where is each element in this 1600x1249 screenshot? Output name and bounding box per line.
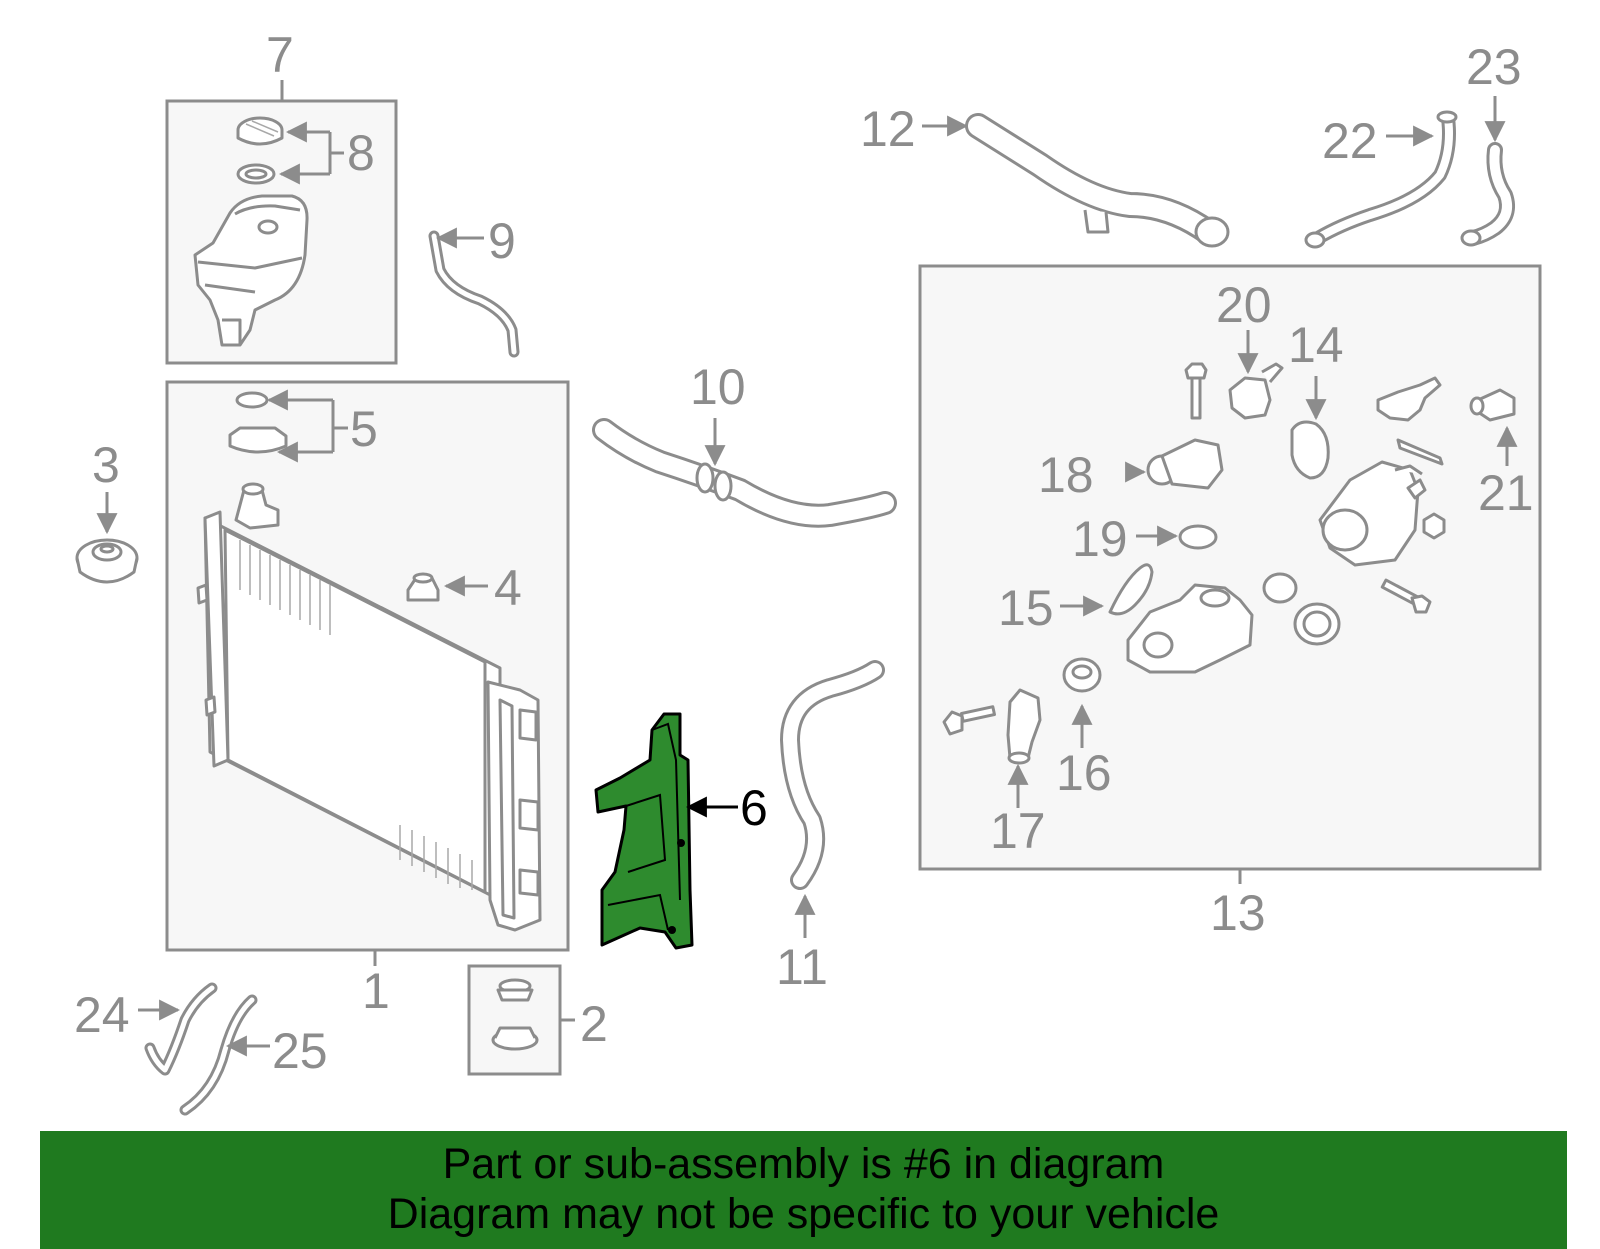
callout-17: 17	[990, 803, 1046, 859]
callout-24: 24	[74, 987, 130, 1043]
coolant-pipe-12-part[interactable]	[922, 113, 1230, 248]
reservoir-tank-part[interactable]	[193, 194, 309, 347]
callout-15: 15	[998, 580, 1054, 636]
callout-8: 8	[347, 125, 375, 181]
o-ring-small-part[interactable]	[1262, 572, 1298, 604]
info-banner: Part or sub-assembly is #6 in diagram Di…	[40, 1131, 1567, 1249]
callout-13: 13	[1210, 885, 1266, 941]
radiator-mount-part[interactable]	[75, 492, 139, 584]
thermostat-16-part[interactable]	[1062, 657, 1102, 748]
callout-21: 21	[1478, 465, 1534, 521]
fitting-18-part[interactable]	[1125, 438, 1224, 490]
callout-10: 10	[690, 359, 746, 415]
water-outlet-body-part[interactable]	[1126, 583, 1254, 674]
lower-hose-part[interactable]	[780, 660, 885, 938]
overflow-hose-part[interactable]	[428, 227, 520, 358]
callout-22: 22	[1322, 113, 1378, 169]
reservoir-assembly-box	[165, 80, 398, 365]
callout-5: 5	[350, 401, 378, 457]
bolt-left-part[interactable]	[942, 705, 996, 736]
callout-12: 12	[860, 101, 916, 157]
gasket-14-part[interactable]	[1290, 376, 1330, 480]
callout-3: 3	[92, 437, 120, 493]
radiator-o-ring-part[interactable]	[235, 391, 269, 409]
air-guard-part-highlighted[interactable]	[594, 712, 738, 950]
hose-25-part[interactable]	[179, 994, 258, 1116]
banner-line-2: Diagram may not be specific to your vehi…	[387, 1190, 1220, 1238]
coolant-pipe-22-part[interactable]	[1304, 110, 1458, 249]
callout-7: 7	[266, 27, 294, 83]
radiator-core-part[interactable]	[196, 482, 542, 932]
callout-18: 18	[1038, 447, 1094, 503]
callout-14: 14	[1288, 317, 1344, 373]
callout-6: 6	[740, 780, 768, 836]
callout-labels: 1 2 3 4 5 6 7 8 9 10 11 12 13 14 15 16 1…	[74, 27, 1534, 1079]
callout-23: 23	[1466, 39, 1522, 95]
cap-assembly-box	[467, 964, 575, 1076]
banner-line-1: Part or sub-assembly is #6 in diagram	[442, 1140, 1165, 1188]
gasket-15-part[interactable]	[1060, 563, 1154, 617]
nut-part[interactable]	[1422, 512, 1446, 540]
callout-1: 1	[362, 963, 390, 1019]
hose-23-part[interactable]	[1460, 96, 1515, 247]
callout-9: 9	[488, 213, 516, 269]
water-outlet-assembly-box	[918, 264, 1542, 884]
callout-11: 11	[776, 939, 828, 995]
bolt-right-part[interactable]	[1380, 578, 1432, 614]
radiator-cap-part[interactable]	[228, 426, 288, 454]
callout-4: 4	[494, 560, 522, 616]
sensor-21-part[interactable]	[1469, 388, 1518, 466]
thermostat-housing-part[interactable]	[1318, 376, 1442, 567]
upper-hose-part[interactable]	[592, 418, 897, 528]
bolt-top-part[interactable]	[1184, 362, 1208, 420]
hose-24-part[interactable]	[144, 982, 218, 1076]
clip-part[interactable]	[1396, 438, 1444, 466]
reservoir-cap-part[interactable]	[236, 116, 284, 146]
fitting-17-part[interactable]	[1006, 688, 1042, 808]
cap-lower-part[interactable]	[491, 1026, 539, 1051]
callout-2: 2	[580, 996, 608, 1052]
callout-25: 25	[272, 1023, 328, 1079]
sensor-20-part[interactable]	[1228, 330, 1284, 420]
o-ring-19-part[interactable]	[1178, 524, 1218, 550]
drain-plug-part[interactable]	[406, 572, 440, 602]
callout-16: 16	[1056, 745, 1112, 801]
callout-19: 19	[1072, 511, 1128, 567]
cap-upper-part[interactable]	[496, 978, 534, 1002]
callout-20: 20	[1216, 277, 1272, 333]
radiator-assembly-box	[165, 380, 570, 966]
